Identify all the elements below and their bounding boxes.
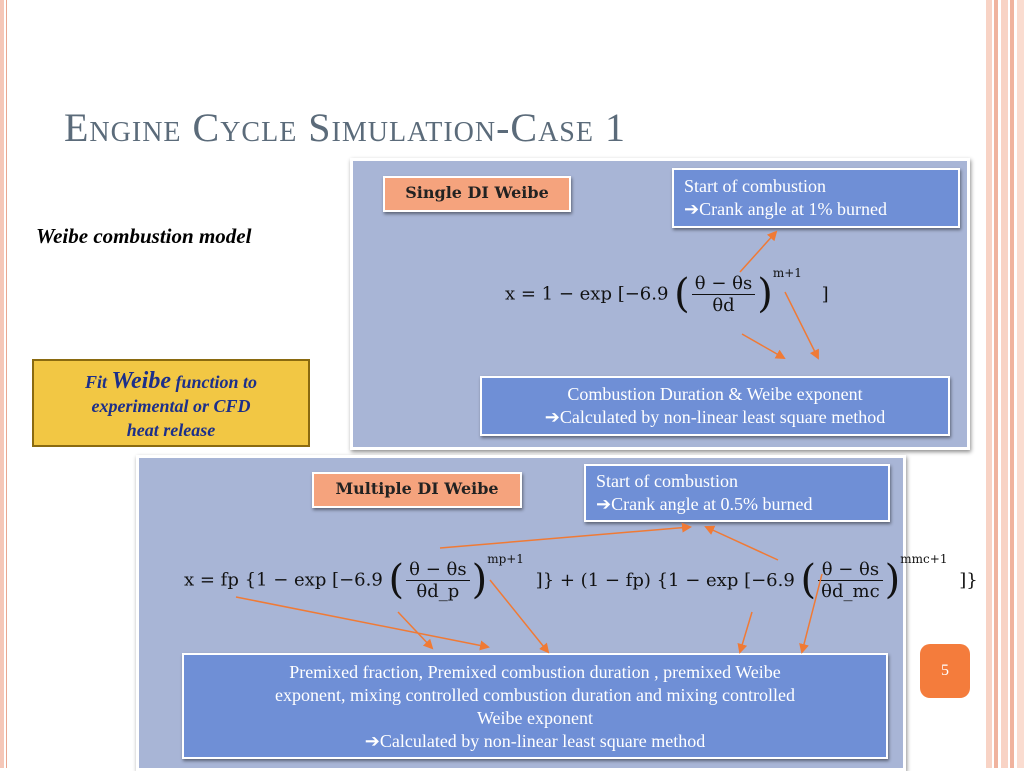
eq1-close: ]	[821, 283, 829, 305]
eq2-part1: x = fp {1 − exp [−6.9	[184, 569, 383, 591]
fit-prefix: Fit	[84, 372, 107, 392]
multiple-start-line1: Start of combustion	[596, 471, 738, 491]
single-start-combustion-box: Start of combustion ➔Crank angle at 1% b…	[672, 168, 960, 228]
eq2-close-paren-2: )	[884, 557, 901, 603]
left-stripe	[0, 0, 4, 768]
eq2-open-paren-2: (	[800, 557, 817, 603]
right-stripe-5	[1017, 0, 1024, 768]
multiple-weibe-tag: Multiple DI Weibe	[312, 472, 522, 508]
eq2-numerator-1: θ − θs	[406, 559, 470, 581]
single-duration-line2-wrap: ➔Calculated by non-linear least square m…	[482, 406, 948, 429]
multiple-params-box: Premixed fraction, Premixed combustion d…	[182, 653, 888, 759]
eq2-denominator-1: θd_p	[416, 580, 460, 602]
multiple-params-line4: Calculated by non-linear least square me…	[379, 731, 706, 751]
eq2-open-paren-1: (	[388, 557, 405, 603]
weibe-model-label: Weibe combustion model	[36, 224, 252, 248]
multiple-params-line2: exponent, mixing controlled combustion d…	[275, 685, 795, 705]
multiple-params-line1: Premixed fraction, Premixed combustion d…	[289, 662, 781, 682]
multiple-start-line2-wrap: ➔Crank angle at 0.5% burned	[596, 493, 888, 516]
eq2-close-paren-1: )	[471, 557, 488, 603]
eq2-part2: ]} + (1 − fp) {1 − exp [−6.9	[535, 569, 795, 591]
multiple-params-line4-wrap: ➔Calculated by non-linear least square m…	[184, 730, 886, 753]
eq1-close-paren: )	[757, 271, 773, 317]
right-stripe-4	[1010, 0, 1014, 768]
eq2-close: ]}	[959, 569, 978, 591]
fit-line2: experimental or CFD	[91, 396, 251, 416]
fit-weibe-callout: Fit Weibe function to experimental or CF…	[32, 359, 310, 447]
single-duration-box: Combustion Duration & Weibe exponent ➔Ca…	[480, 376, 950, 436]
eq1-denominator: θd	[712, 294, 735, 316]
single-start-line2-wrap: ➔Crank angle at 1% burned	[684, 198, 958, 221]
single-duration-line1: Combustion Duration & Weibe exponent	[567, 384, 863, 404]
right-stripe-3	[1001, 0, 1008, 768]
slide-title: Engine Cycle Simulation-Case 1	[64, 105, 626, 150]
eq2-denominator-2: θd_mc	[821, 580, 880, 602]
eq1-open-paren: (	[674, 271, 690, 317]
fit-line1-rest: function to	[175, 372, 258, 392]
left-stripe-thin	[6, 0, 7, 768]
arrow-right-icon: ➔	[364, 731, 380, 751]
multiple-start-line2: Crank angle at 0.5% burned	[611, 494, 813, 514]
fit-weibe-word: Weibe	[111, 368, 171, 394]
multiple-start-combustion-box: Start of combustion ➔Crank angle at 0.5%…	[584, 464, 890, 522]
eq1-numerator: θ − θs	[691, 273, 756, 295]
multiple-params-line3: Weibe exponent	[476, 708, 593, 728]
page-number-badge: 5	[920, 644, 970, 698]
eq1-lhs: x = 1 − exp [−6.9	[505, 283, 669, 305]
arrow-right-icon: ➔	[684, 199, 700, 219]
eq2-numerator-2: θ − θs	[818, 559, 883, 581]
right-stripe-1	[986, 0, 992, 768]
single-start-line2: Crank angle at 1% burned	[699, 199, 888, 219]
eq2-exponent-1: mp+1	[487, 552, 524, 566]
arrow-right-icon: ➔	[596, 494, 612, 514]
single-start-line1: Start of combustion	[684, 176, 826, 196]
arrow-right-icon: ➔	[544, 407, 560, 427]
eq2-exponent-2: mmc+1	[900, 552, 948, 566]
single-weibe-tag: Single DI Weibe	[383, 176, 571, 212]
fit-line3: heat release	[126, 420, 216, 440]
right-stripe-2	[994, 0, 998, 768]
eq1-exponent: m+1	[772, 266, 802, 280]
single-duration-line2: Calculated by non-linear least square me…	[559, 407, 886, 427]
